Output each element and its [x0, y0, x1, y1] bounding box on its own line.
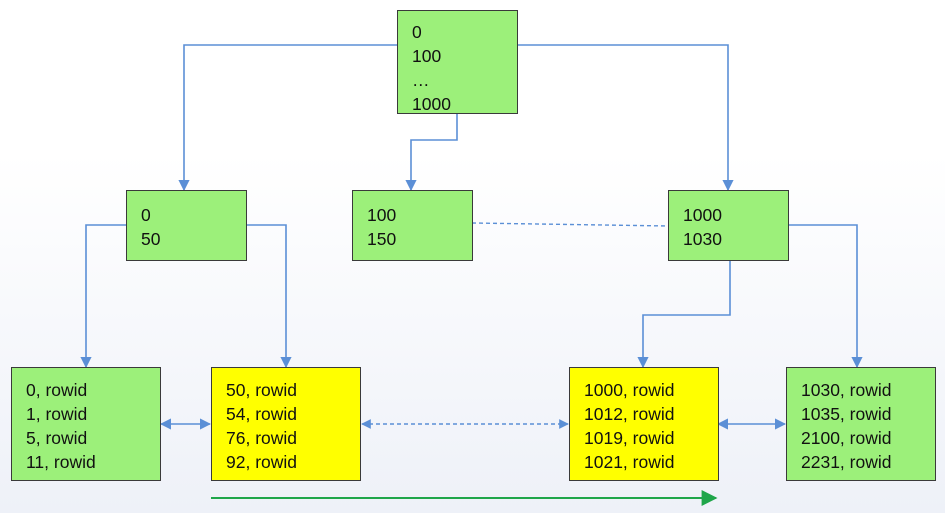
branch-node-right: 1000 1030	[668, 190, 789, 261]
leaf-2-entry-2: 54, rowid	[226, 404, 298, 424]
root-key-2: 100	[412, 46, 442, 66]
leaf-4-entry-3: 2100, rowid	[801, 428, 892, 448]
edge-root-branch-left	[178, 44, 397, 192]
branch-node-left: 0 50	[126, 190, 247, 261]
leaf-3-entry-2: 1012, rowid	[584, 404, 675, 424]
edge-branch-left-leaf-2	[246, 224, 292, 369]
branch-right-key-2: 1030	[683, 229, 722, 249]
leaf-2-entry-3: 76, rowid	[226, 428, 298, 448]
edge-branch-mid-right-link	[471, 222, 670, 227]
leaf-3-entry-4: 1021, rowid	[584, 452, 675, 472]
root-key-3: 1000	[412, 94, 451, 114]
leaf-3-entry-3: 1019, rowid	[584, 428, 675, 448]
leaf-node-1: 0, rowid 1, rowid 5, rowid 11, rowid	[11, 367, 161, 481]
leaf-2-entry-4: 92, rowid	[226, 452, 298, 472]
leaf-4-entry-4: 2231, rowid	[801, 452, 892, 472]
leaf-1-entry-1: 0, rowid	[26, 380, 88, 400]
edge-branch-right-leaf-3	[637, 260, 731, 369]
leaf-3-entry-1: 1000, rowid	[584, 380, 675, 400]
edge-root-branch-mid	[405, 113, 458, 192]
leaf-2-entry-1: 50, rowid	[226, 380, 298, 400]
branch-right-key-1: 1000	[683, 205, 722, 225]
edge-root-branch-right	[517, 44, 734, 192]
leaf-4-entry-1: 1030, rowid	[801, 380, 892, 400]
branch-node-mid: 100 150	[352, 190, 473, 261]
branch-mid-key-1: 100	[367, 205, 397, 225]
leaf-1-entry-2: 1, rowid	[26, 404, 88, 424]
root-key-1: 0	[412, 22, 422, 42]
leaf-1-entry-4: 11, rowid	[26, 452, 96, 472]
root-key-ellipsis: …	[412, 70, 430, 90]
branch-mid-key-2: 150	[367, 229, 397, 249]
leaf-node-3: 1000, rowid 1012, rowid 1019, rowid 1021…	[569, 367, 719, 481]
leaf-node-2: 50, rowid 54, rowid 76, rowid 92, rowid	[211, 367, 361, 481]
branch-left-key-2: 50	[141, 229, 161, 249]
edge-branch-right-leaf-4	[788, 224, 863, 369]
edge-branch-left-leaf-1	[80, 224, 126, 369]
branch-left-key-1: 0	[141, 205, 151, 225]
leaf-4-entry-2: 1035, rowid	[801, 404, 892, 424]
leaf-1-entry-3: 5, rowid	[26, 428, 88, 448]
root-node: 0 100 … 1000	[397, 10, 518, 114]
leaf-node-4: 1030, rowid 1035, rowid 2100, rowid 2231…	[786, 367, 936, 481]
